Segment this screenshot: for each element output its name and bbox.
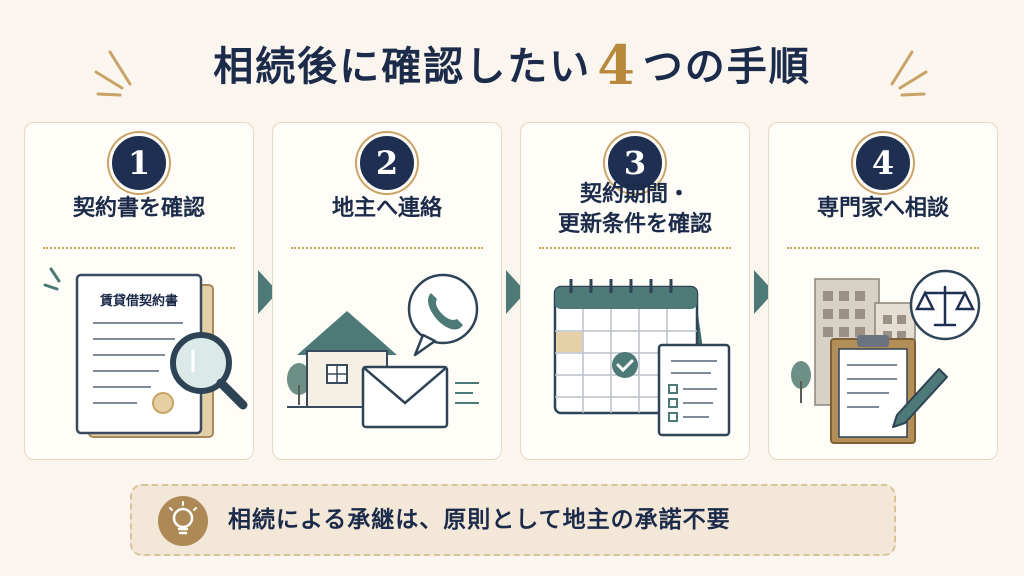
accent-lines-right-icon bbox=[890, 50, 928, 97]
step-card-2: 2 地主へ連絡 bbox=[272, 122, 502, 460]
dotted-divider bbox=[539, 247, 731, 249]
step-number-badge: 3 bbox=[605, 133, 665, 193]
building-scales-clipboard-icon bbox=[791, 269, 981, 444]
step-title: 地主へ連絡 bbox=[331, 195, 442, 221]
title-after: つの手順 bbox=[642, 43, 811, 90]
step-number-badge: 1 bbox=[109, 133, 169, 193]
step-card-1: 1 契約書を確認 賃貸借契約書 bbox=[24, 122, 254, 460]
title-before: 相続後に確認したい bbox=[213, 43, 592, 90]
dotted-divider bbox=[43, 247, 235, 249]
step-card-3: 3 契約期間・更新条件を確認 bbox=[520, 122, 750, 460]
title-number: 4 bbox=[597, 33, 637, 97]
accent-lines-left-icon bbox=[94, 50, 132, 97]
step-number-badge: 4 bbox=[853, 133, 913, 193]
note-text: 相続による承継は、原則として地主の承諾不要 bbox=[228, 506, 731, 533]
calendar-checklist-icon bbox=[553, 279, 731, 437]
contract-magnifier-icon: 賃貸借契約書 bbox=[43, 267, 248, 438]
step-number-badge: 2 bbox=[357, 133, 417, 193]
note-box: 相続による承継は、原則として地主の承諾不要 bbox=[130, 484, 896, 556]
house-phone-mail-icon bbox=[287, 273, 479, 429]
step-title: 契約期間・更新条件を確認 bbox=[557, 181, 712, 237]
dotted-divider bbox=[787, 247, 979, 249]
dotted-divider bbox=[291, 247, 483, 249]
contract-label: 賃貸借契約書 bbox=[99, 293, 178, 309]
step-title: 専門家へ相談 bbox=[816, 195, 949, 221]
step-title: 契約書を確認 bbox=[72, 195, 205, 221]
lightbulb-icon bbox=[158, 496, 208, 546]
step-card-4: 4 専門家へ相談 bbox=[768, 122, 998, 460]
